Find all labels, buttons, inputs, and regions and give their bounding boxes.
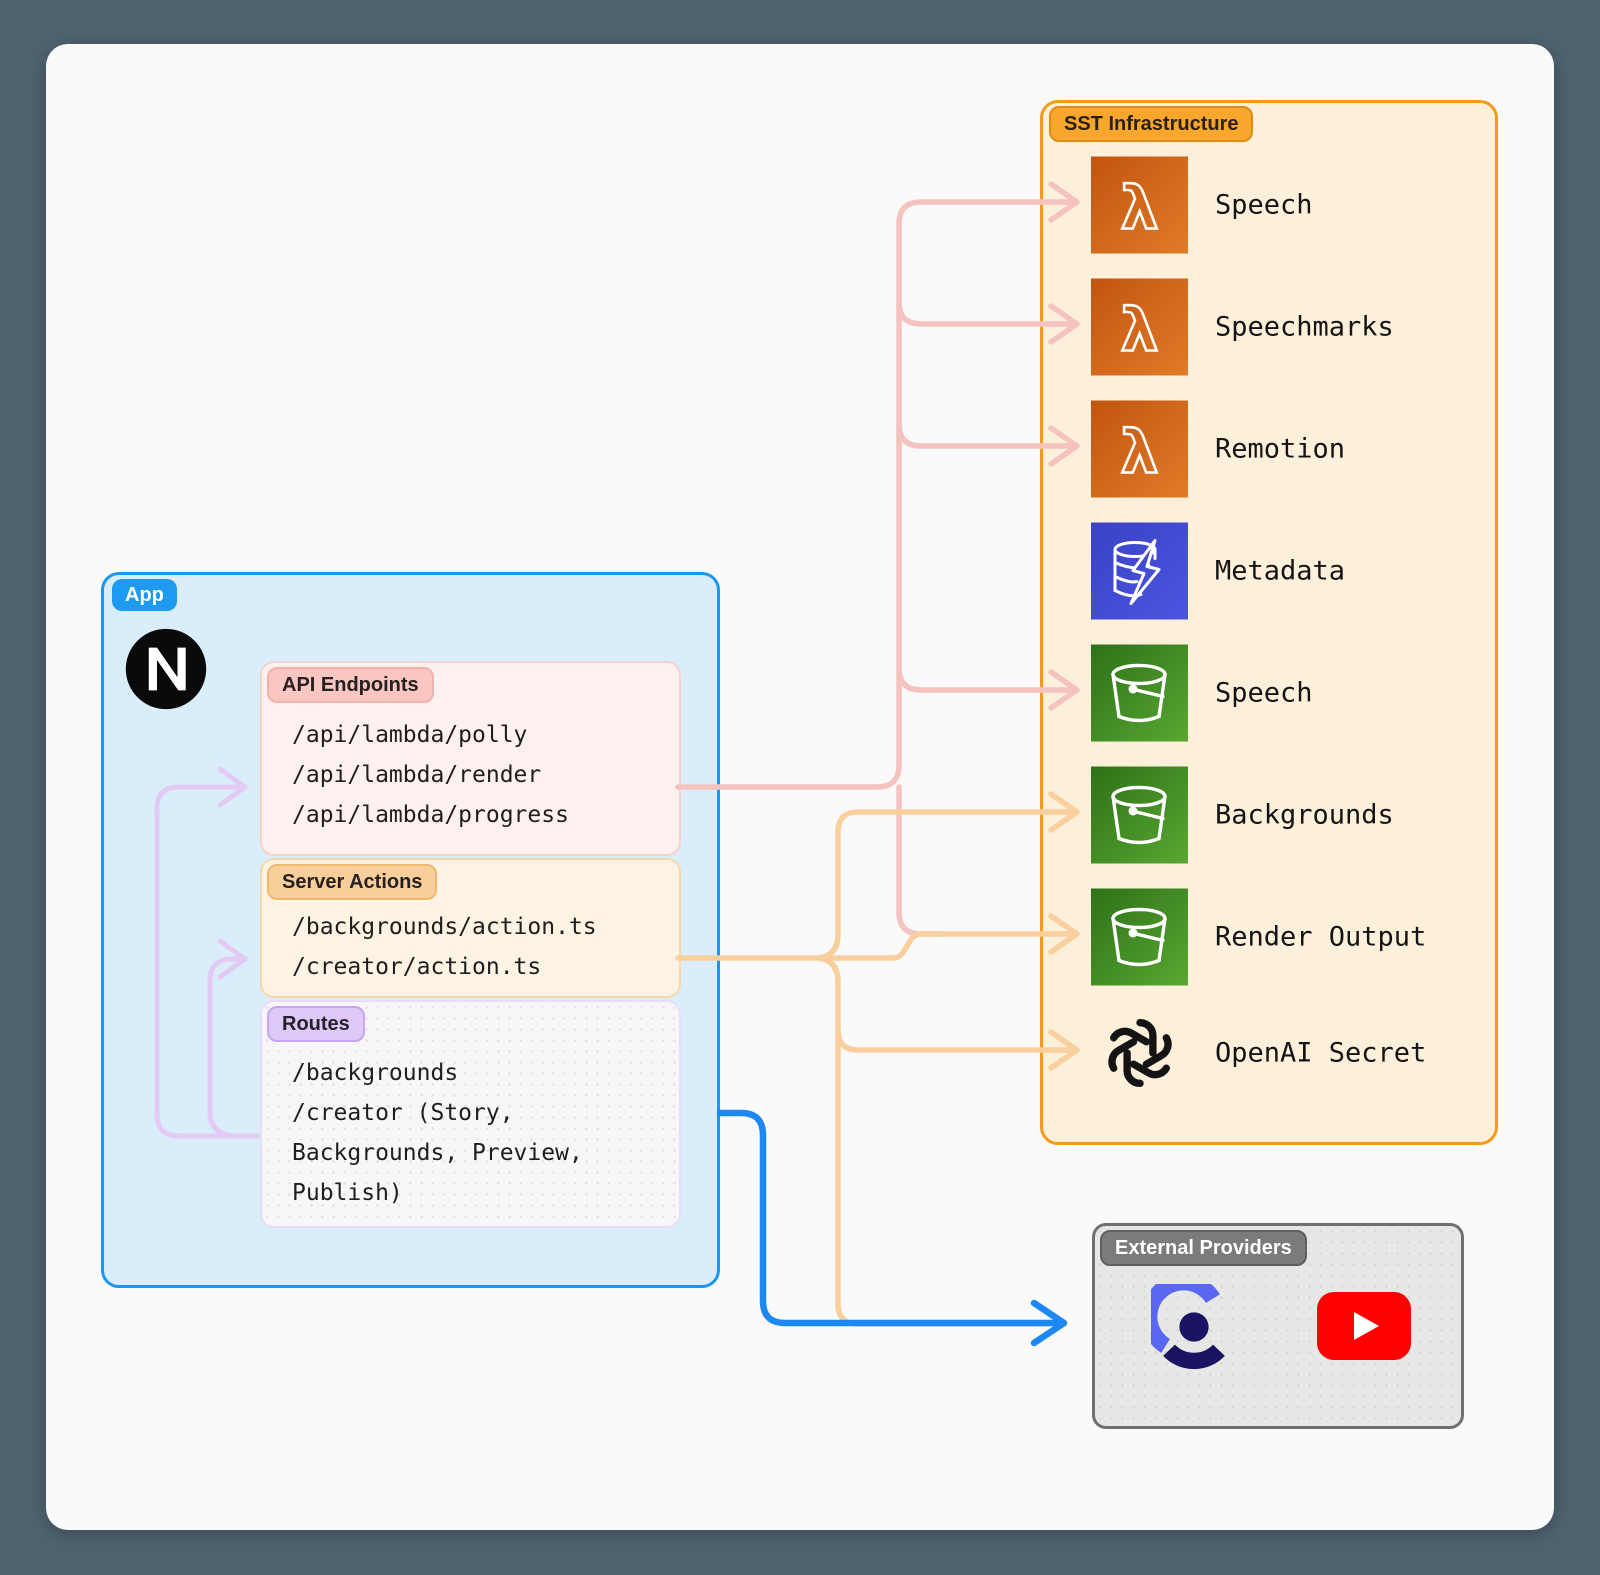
youtube-logo — [1317, 1292, 1411, 1360]
app-box: App API Endpoints /api/lambda/polly /api… — [101, 572, 720, 1288]
nextjs-logo-icon — [125, 628, 207, 710]
server-actions-box: Server Actions /backgrounds/action.ts /c… — [260, 858, 681, 998]
svg-text:λ: λ — [1121, 174, 1159, 244]
api-endpoints-label: API Endpoints — [267, 667, 434, 703]
svg-text:λ: λ — [1121, 296, 1159, 366]
routes-box: Routes /backgrounds /creator (Story, Bac… — [260, 1000, 681, 1228]
s3-bucket-icon — [1091, 888, 1188, 986]
lambda-icon: λ — [1091, 400, 1188, 498]
api-endpoints-code: /api/lambda/polly /api/lambda/render /ap… — [292, 722, 569, 828]
sst-row-label: Backgrounds — [1215, 799, 1394, 831]
sst-row-label: Speech — [1215, 189, 1313, 221]
sst-row-label: Speechmarks — [1215, 311, 1394, 343]
sst-infrastructure-box: SST Infrastructure λ Speech λ Speechmark… — [1040, 100, 1498, 1145]
routes-label: Routes — [267, 1006, 365, 1042]
sst-row-label: Metadata — [1215, 555, 1346, 587]
sst-row-label: OpenAI Secret — [1215, 1037, 1427, 1069]
sst-row-label: Remotion — [1215, 433, 1346, 465]
server-actions-label: Server Actions — [267, 864, 438, 900]
s3-bucket-icon — [1091, 644, 1188, 742]
app-box-label: App — [112, 579, 177, 611]
api-endpoints-box: API Endpoints /api/lambda/polly /api/lam… — [260, 661, 681, 856]
dynamodb-icon — [1091, 522, 1188, 620]
sst-infrastructure-label: SST Infrastructure — [1049, 106, 1254, 142]
clerk-logo — [1151, 1284, 1225, 1370]
lambda-icon: λ — [1091, 156, 1188, 254]
server-actions-code: /backgrounds/action.ts /creator/action.t… — [292, 914, 597, 980]
svg-text:λ: λ — [1121, 418, 1159, 488]
s3-bucket-icon — [1091, 766, 1188, 864]
sst-row-label: Render Output — [1215, 921, 1427, 953]
sst-row-label: Speech — [1215, 677, 1313, 709]
external-providers-box: External Providers — [1092, 1223, 1464, 1429]
lambda-icon: λ — [1091, 278, 1188, 376]
external-providers-label: External Providers — [1100, 1230, 1307, 1266]
openai-logo — [1108, 1018, 1172, 1088]
routes-code: /backgrounds /creator (Story, Background… — [292, 1060, 583, 1206]
